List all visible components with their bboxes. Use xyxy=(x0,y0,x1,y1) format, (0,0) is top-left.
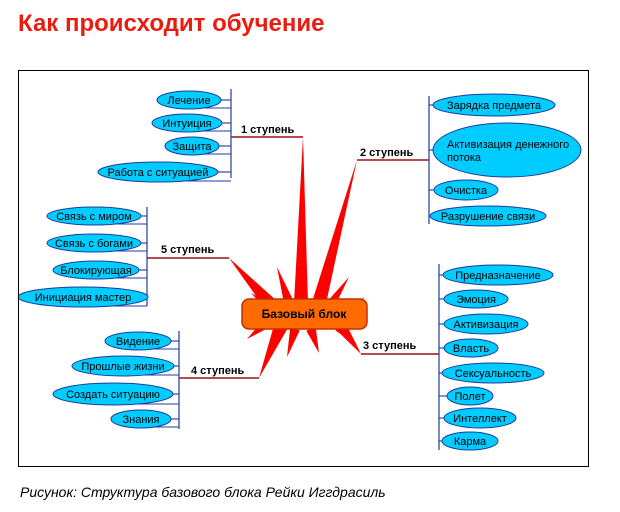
step-3-item-4-text: Власть xyxy=(453,343,489,355)
step-3-item-1-text: Предназначение xyxy=(455,270,541,282)
step-2-item-2-bubble xyxy=(432,122,582,178)
step-label-layer: 1 ступень 2 ступень 3 ступень 4 ступень 5 ст… xyxy=(161,124,416,377)
step-1-item-1-bubble xyxy=(156,90,222,110)
step-3-item-4-bubble xyxy=(443,338,499,358)
step-3-item-3-text: Активизация xyxy=(453,319,518,331)
step-2-item-4-bubble xyxy=(429,205,547,227)
step-3-item-8-text: Карма xyxy=(454,436,487,448)
step-3-item-5-text: Сексуальность xyxy=(455,368,532,380)
center-layer: Базовый блок xyxy=(241,298,368,330)
step-5-item-3-bubble xyxy=(52,260,140,280)
step-2-item-2-text-line-2: потока xyxy=(447,152,482,164)
center-star-spike-1 xyxy=(277,267,294,305)
step-4-label: 4 ступень xyxy=(191,365,244,377)
center-star-spike-8 xyxy=(287,327,300,357)
step-1-item-1-text: Лечение xyxy=(167,95,210,107)
step-2-item-3-text: Очистка xyxy=(445,185,488,197)
step-4-item-3-bubble xyxy=(52,382,174,406)
step-3-item-6-text: Полет xyxy=(455,391,486,403)
step-4-item-1-bubble xyxy=(104,331,172,351)
step-1-item-2-text: Интуиция xyxy=(162,118,211,130)
step-5-item-1-bubble xyxy=(46,206,142,226)
step-5-item-4-text: Инициация мастер xyxy=(35,292,131,304)
step-5-spoke xyxy=(229,258,277,310)
step-1-spoke xyxy=(294,137,308,304)
step-5-item-1-text: Связь с миром xyxy=(56,211,132,223)
step-4-item-4-bubble xyxy=(110,409,172,429)
center-block-box xyxy=(241,298,368,330)
step-4-item-3-text: Создать ситуацию xyxy=(66,389,160,401)
step-5-item-3-text: Блокирующая xyxy=(60,265,132,277)
step-3-item-3-bubble xyxy=(443,313,529,335)
center-block-label: Базовый блок xyxy=(262,307,348,321)
step-3-item-6-bubble xyxy=(446,386,494,406)
step-2-item-1-text: Зарядка предмета xyxy=(447,100,542,112)
step-1-item-4-bubble xyxy=(97,161,219,183)
step-3-item-7-bubble xyxy=(443,407,517,429)
step-2-item-1-bubble xyxy=(432,93,556,117)
step-5-label: 5 ступень xyxy=(161,244,214,256)
step-1-item-3-text: Защита xyxy=(173,141,213,153)
center-star-spike-7 xyxy=(306,327,319,353)
step-3-item-7-text: Интеллект xyxy=(453,413,507,425)
step-3-item-2-bubble xyxy=(443,289,509,309)
step-2-item-2-text-line-1: Активизация денежного xyxy=(447,139,569,151)
step-2-item-4-text: Разрушение связи xyxy=(441,211,535,223)
step-1-item-2-bubble xyxy=(151,113,223,133)
spoke-layer xyxy=(229,137,364,378)
step-3-label: 3 ступень xyxy=(363,340,416,352)
step-4-item-1-text: Видение xyxy=(116,336,160,348)
step-2-label: 2 ступень xyxy=(360,147,413,159)
step-2-item-3-bubble xyxy=(433,179,499,201)
figure-caption: Рисунок: Структура базового блока Рейки … xyxy=(20,484,386,500)
page-title: Как происходит обучение xyxy=(18,10,325,37)
step-1-item-3-bubble xyxy=(164,136,220,156)
step-1-label: 1 ступень xyxy=(241,124,294,136)
step-5-item-2-bubble xyxy=(46,233,142,253)
step-3-item-8-bubble xyxy=(441,431,499,451)
step-1-item-4-text: Работа с ситуацией xyxy=(108,167,209,179)
step-4-item-4-text: Знания xyxy=(122,414,159,426)
step-3-item-1-bubble xyxy=(442,264,554,286)
step-4-item-2-bubble xyxy=(71,355,175,377)
step-4-spoke xyxy=(259,323,288,378)
step-2-spoke xyxy=(312,160,357,305)
step-4-item-2-text: Прошлые жизни xyxy=(81,361,164,373)
step-3-item-5-bubble xyxy=(441,362,545,384)
step-5-item-2-text: Связь с богами xyxy=(55,238,133,250)
step-3-item-2-text: Эмоция xyxy=(456,294,496,306)
step-5-item-4-bubble xyxy=(19,286,149,308)
